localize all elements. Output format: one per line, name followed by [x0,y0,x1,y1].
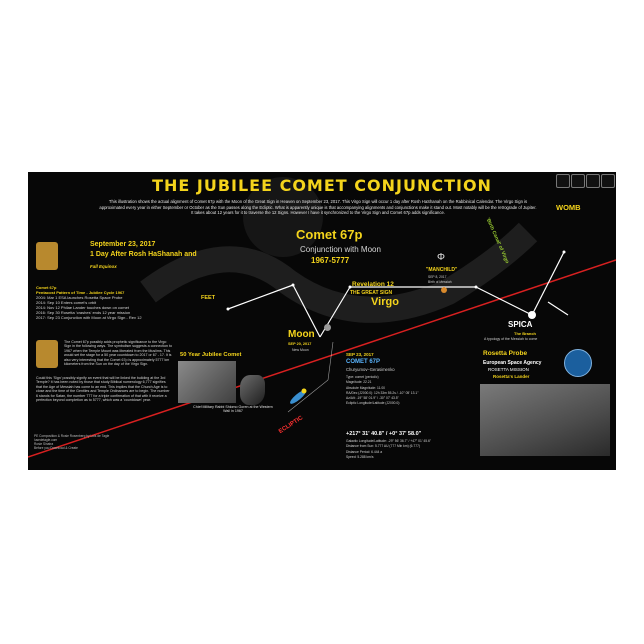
data-date: SEP 23, 2017 [346,352,374,357]
fall-equinox: Fall Equinox [90,264,117,269]
frame-icon [571,174,585,188]
timeline-line: 2004: Mar 1 ESA launches Rosetta Space P… [36,295,123,300]
event-after: 1 Day After Rosh HaShanah and [90,251,197,258]
virgo-constellation-lines [28,177,616,458]
data-line: RA/Dec (J2000.0): 12h 33m 55.2s / -10° 0… [346,390,419,395]
timeline-subtitle: Pentacost Pattern of Time - Jubilee Cycl… [36,290,125,295]
comet-year: 1967-5777 [311,256,350,265]
data-line: Galactic Longitude/Latitude: -29° 56' 36… [346,439,431,443]
probe-title: Rosetta Probe [483,350,528,357]
numerology-text: Could this 'Sign' possibly signify an ev… [36,376,170,403]
data-line: Ecliptic Longitude/Latitude (J2000.0): [346,401,401,406]
data-line: Distance Period: 6.444 a [346,449,383,454]
rabbi-caption: Chief Military Rabbi Shlomo Goren at the… [193,405,273,414]
jubilee-label: 50 Year Jubilee Comet [180,352,242,358]
data-line: Az/Alt: -19° 58' 01.9" / -30° 07' 43.5" [346,396,399,401]
credit-line: lusedetagle.com [34,438,58,442]
data-name: Churyumov–Gerasimenko [346,367,395,372]
moon-label: Moon [288,329,315,340]
moon-date: SEP 20, 2017 [288,342,312,346]
moon-icon [324,324,331,331]
spica-label: SPICA [508,320,533,329]
credit-line: PE Composition & Rosie Rosenberg by Luis… [34,434,110,438]
spica-star [528,311,536,319]
rosetta-image [480,384,610,456]
moon-new: New Moon [292,348,309,352]
spica-text: A typology of the Messiah to come [484,337,538,341]
timeline-line: 2017: Sep 23 Conjunction with Moon at Vi… [36,315,142,320]
probe-mission: ROSETTA MISSION [488,367,529,372]
data-coords: +217° 31' 40.8" / +0° 37' 58.0" [346,431,422,437]
feet-label: FEET [201,295,216,301]
data-line: Speed: 5.288 km/s [346,454,374,459]
credits: PE Composition & Rosie Rosenberg by Luis… [34,434,174,450]
probe-lander: Rosetta's Lander [493,374,530,379]
comet-subtitle: Conjunction with Moon [300,245,381,254]
data-line: Distance from Sun: 5.777 AU (777 Mln km)… [346,444,421,449]
emblem-icon [36,340,58,368]
western-wall-photo [178,361,236,403]
revelation-label: Revelation 12 [352,281,394,288]
top-icons [556,174,615,188]
intro-text: This illustration shows the actual align… [99,199,537,216]
timeline-line: 2014: Nov 12 Philae Lander touches down … [36,305,129,310]
timeline-title: Comet 67p [36,285,57,290]
data-line: Type: comet (periodic) [346,375,379,379]
event-date: September 23, 2017 [90,241,156,248]
manchild-date: SEP 8, 2017 [428,275,447,279]
timeline-line: 2016: Sep 30 Rosetta 'crashes' ends 12 y… [36,310,131,315]
data-lines: Type: comet (periodic) Magnitude: 22.21 … [346,375,486,407]
planet-icon [441,287,447,293]
probe-agency: European Space Agency [483,360,542,366]
data-lines-2: Galactic Longitude/Latitude: -29° 56' 36… [346,439,486,460]
manchild-birth: Birth of Messiah [428,280,452,284]
seal-icon [36,242,58,270]
great-sign-label: THE GREAT SIGN [350,290,393,296]
poster-title: THE JUBILEE COMET CONJUNCTION [152,176,492,195]
poster: THE JUBILEE COMET CONJUNCTION This illus… [28,172,616,470]
jupiter-symbol: Φ [437,252,445,263]
comet-title: Comet 67p [296,227,363,242]
data-line: Magnitude: 22.21 [346,380,372,385]
credit-line: Rosie Sinatra [34,442,54,446]
significance-text: The Comet 67p possibly adds prophetic si… [64,340,173,367]
virgo-label: Virgo [371,296,399,308]
data-line: Absolute Magnitude: 11.00 [346,385,385,390]
comet-photo [240,375,265,405]
credit-line: Before you Download & Create [34,446,78,450]
frame-icon [556,174,570,188]
timeline-block: Comet 67p Pentacost Pattern of Time - Ju… [36,285,166,320]
data-comet: COMET 67P [346,359,381,365]
timeline-line: 2014: Sep 10 Enters comet's orbit [36,300,97,305]
comet-icon [290,388,307,404]
esa-logo-icon [564,349,592,377]
womb-label: WOMB [556,203,581,212]
frame-icon [601,174,615,188]
spica-subtitle: The Branch [514,331,537,336]
frame-icon [586,174,600,188]
manchild-label: "MANCHILD" [426,267,458,273]
